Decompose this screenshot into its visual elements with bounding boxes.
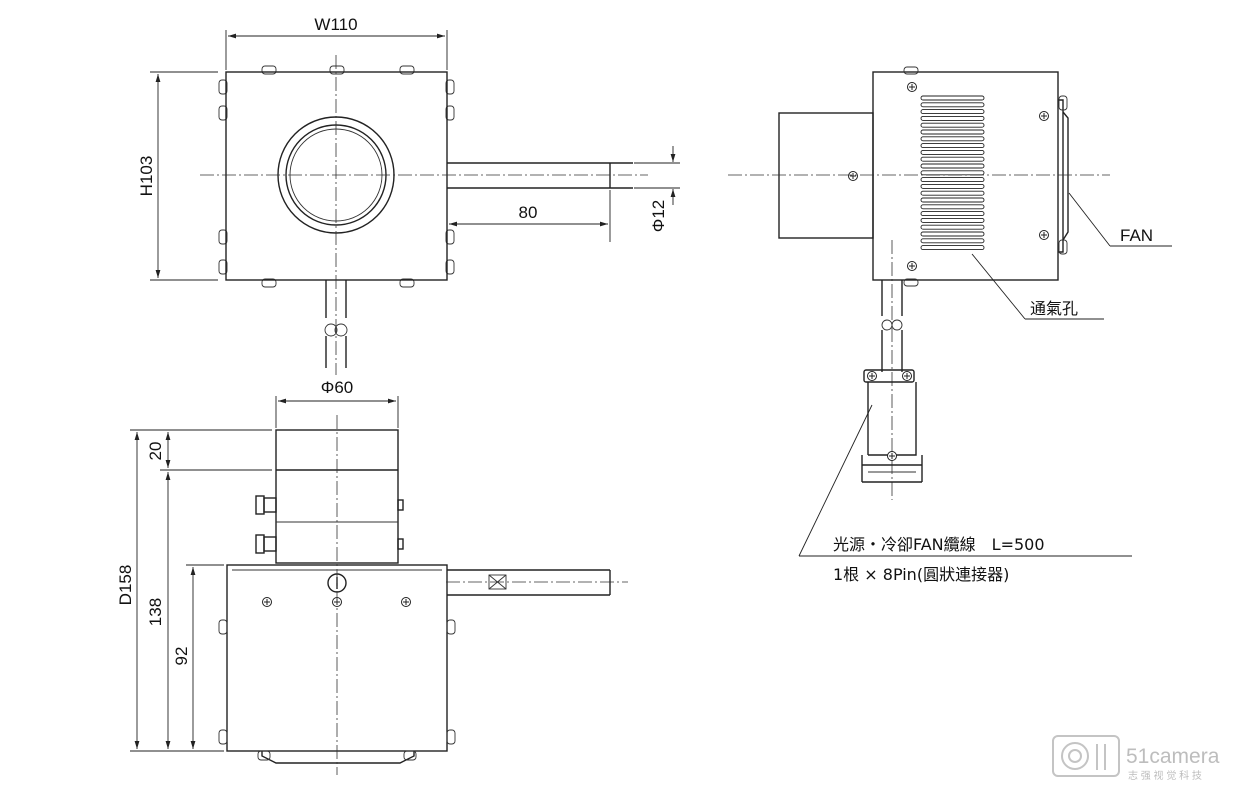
vent-slot [920,136,985,142]
front-cable [324,280,348,368]
vent-slot [920,211,985,217]
watermark: 51camera 志 强 视 觉 科 技 [1052,735,1220,782]
dim-depth-body-label: 138 [146,598,165,626]
dim-depth-arm-label: 92 [172,647,191,666]
vent-slot [920,217,985,223]
vent-slot [920,177,985,183]
front-arm [447,162,611,189]
side-fan [1062,111,1069,241]
vent-slot [920,238,985,244]
dim-depth-top-label: 20 [146,442,165,461]
top-arm [447,569,611,596]
watermark-tagline: 志 强 视 觉 科 技 [1128,769,1202,782]
vent-slot [920,149,985,155]
vent-slot [920,245,985,251]
vent-slot [920,156,985,162]
vent-slots [920,95,985,251]
top-view: Φ60 20 D158 138 92 [116,378,628,775]
vent-slot [920,170,985,176]
vent-label: 通氣孔 [1030,299,1078,318]
dim-arm-diameter-label: Φ12 [649,200,668,232]
fan-label: FAN [1120,226,1153,245]
vent-slot [920,95,985,101]
vent-slot [920,224,985,230]
side-view [728,66,1110,500]
dim-lens-diameter-label: Φ60 [321,378,353,397]
dim-width-label: W110 [314,15,357,34]
vent-slot [920,183,985,189]
dim-arm-length-label: 80 [519,203,538,222]
side-lens [778,112,874,239]
top-lens-cylinder [275,429,399,564]
leaders: FAN 通氣孔 光源・冷卻FAN纜線 L=500 1根 × 8Pin(圓狀連接器… [798,192,1172,584]
vent-slot [920,115,985,121]
vent-slot [920,163,985,169]
cable-label-line1: 光源・冷卻FAN纜線 L=500 [833,535,1045,554]
vent-slot [920,122,985,128]
vent-slot [920,197,985,203]
vent-slot [920,129,985,135]
front-housing [225,71,448,281]
vent-slot [920,190,985,196]
camera-logo-icon [1052,735,1120,777]
watermark-brand: 51camera [1126,745,1220,768]
vent-slot [920,109,985,115]
side-housing [872,71,1059,281]
cable-label-line2: 1根 × 8Pin(圓狀連接器) [833,565,1009,584]
vent-slot [920,231,985,237]
round-connector [861,369,923,483]
vent-slot [920,102,985,108]
dim-depth-total-label: D158 [116,565,135,606]
vent-slot [920,204,985,210]
dim-height-label: H103 [137,156,156,197]
vent-slot [920,143,985,149]
front-view: W110 H103 80 Φ12 [137,15,680,375]
